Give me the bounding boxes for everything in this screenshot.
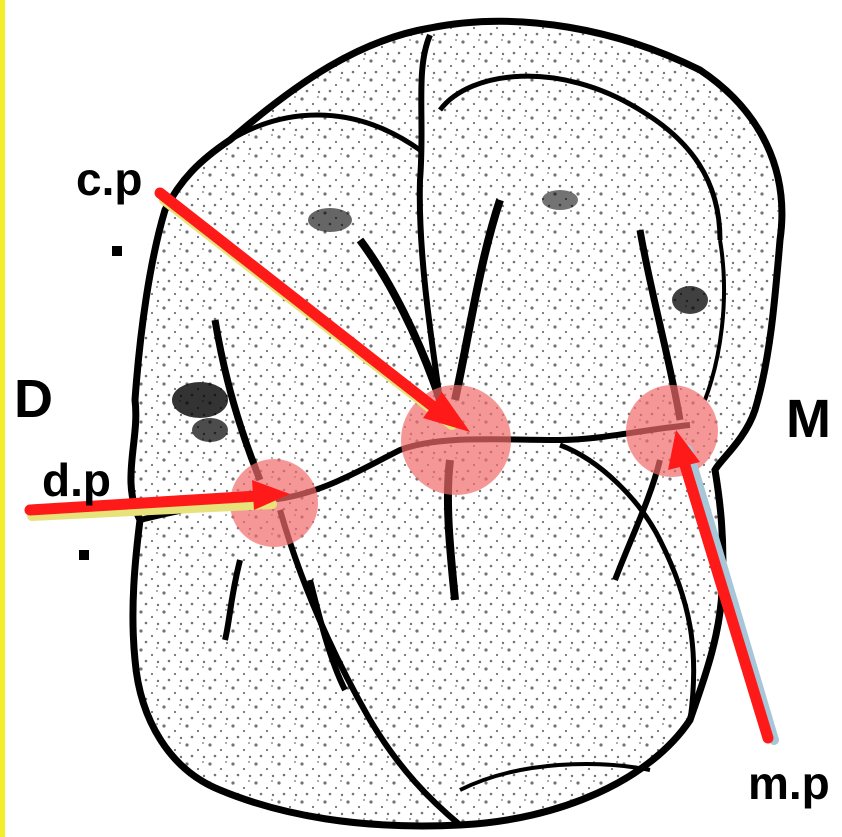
distal-side-label: D [14,372,53,426]
mesial-pit-label: m.p [748,760,830,806]
bullet-dot [112,246,122,256]
central-pit-label: c.p [76,156,142,202]
bullet-dot [79,550,89,560]
distal-pit-label: d.p [42,457,111,503]
mesial-side-label: M [786,392,831,446]
